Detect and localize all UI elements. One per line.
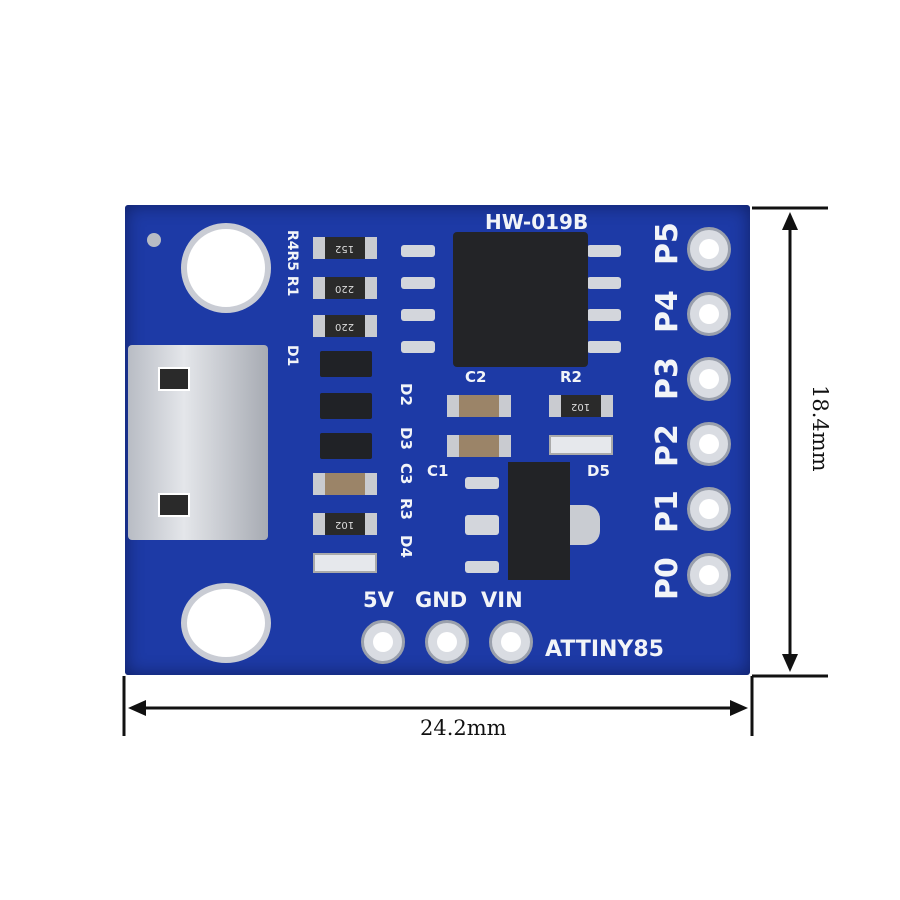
pin-pad-p2	[687, 422, 731, 466]
pin-pad-p4	[687, 292, 731, 336]
diode-d3	[320, 433, 372, 459]
fiducial	[147, 233, 161, 247]
voltage-regulator	[508, 462, 570, 580]
led-d4	[313, 553, 377, 573]
height-dimension-label: 18.4mm	[808, 385, 832, 472]
pcb-board: P5 P4 P3 P2 P1 P0 5V GND VIN ATTINY85 HW…	[125, 205, 750, 675]
label-d5: D5	[587, 462, 610, 480]
model-label: HW-019B	[485, 210, 589, 234]
label-c1: C1	[427, 462, 449, 480]
mounting-hole-bottom	[181, 583, 271, 663]
resistor-152: 152	[313, 237, 377, 259]
pin-pad-gnd	[425, 620, 469, 664]
led-d5	[549, 435, 613, 455]
capacitor-c3	[313, 473, 377, 495]
power-label-gnd: GND	[415, 588, 468, 612]
attiny85-chip	[453, 232, 588, 367]
micro-usb-connector	[128, 345, 268, 540]
diode-d1	[320, 351, 372, 377]
pin-pad-p0	[687, 553, 731, 597]
mounting-hole-top	[181, 223, 271, 313]
power-label-vin: VIN	[481, 588, 523, 612]
diode-d2	[320, 393, 372, 419]
capacitor-c2	[447, 395, 511, 417]
resistor-220: 220	[313, 315, 377, 337]
label-c2: C2	[465, 368, 487, 386]
resistor-102: 102	[549, 395, 613, 417]
pin-pad-vin	[489, 620, 533, 664]
resistor-220: 220	[313, 277, 377, 299]
usb-slot-top	[158, 367, 190, 391]
width-dimension-label: 24.2mm	[420, 716, 507, 740]
pin-pad-p1	[687, 487, 731, 531]
power-label-5v: 5V	[363, 588, 394, 612]
resistor-102: 102	[313, 513, 377, 535]
pin-pad-p3	[687, 357, 731, 401]
capacitor-c1	[447, 435, 511, 457]
regulator-tab	[565, 505, 600, 545]
usb-slot-bottom	[158, 493, 190, 517]
label-r2: R2	[560, 368, 582, 386]
pin-pad-p5	[687, 227, 731, 271]
pin-pad-5v	[361, 620, 405, 664]
product-label: ATTINY85	[545, 637, 664, 662]
